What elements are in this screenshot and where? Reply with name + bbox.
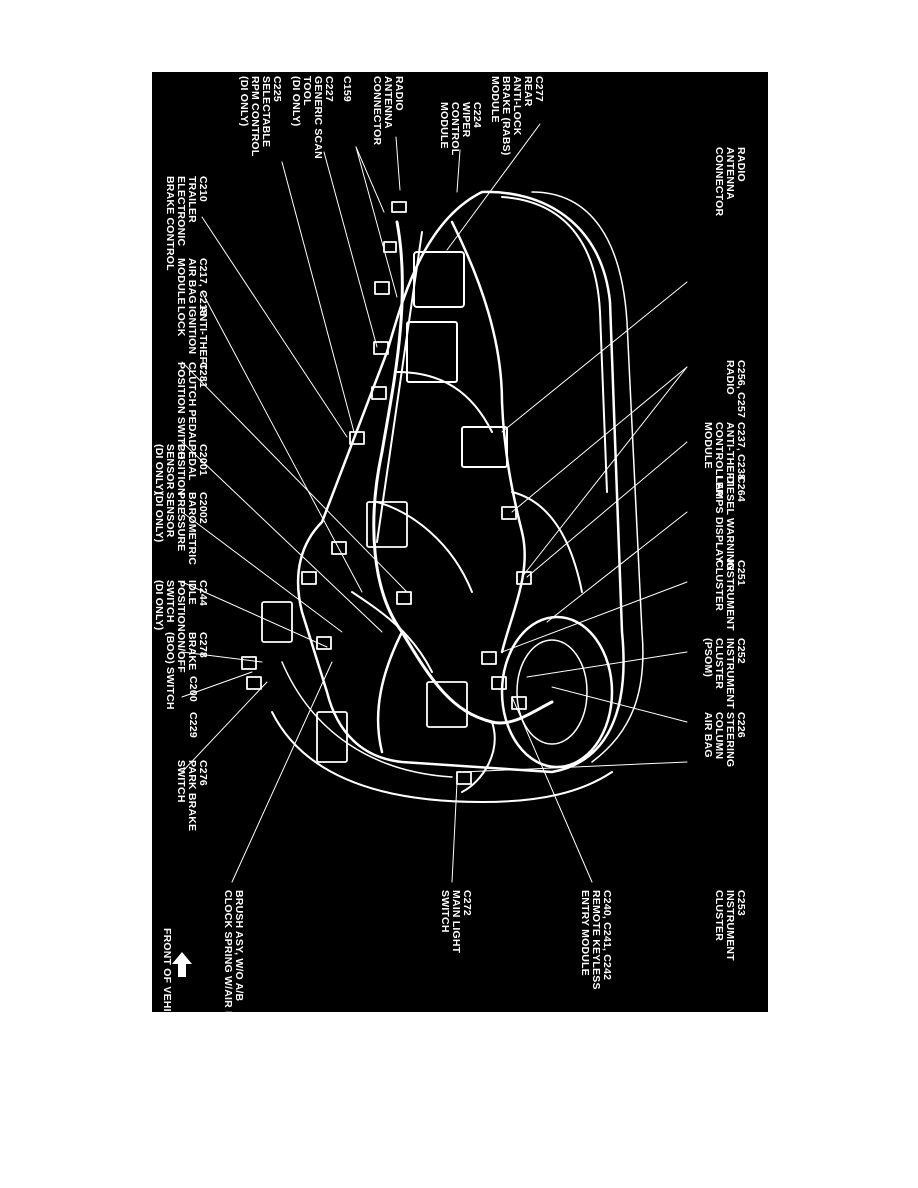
connector <box>391 201 407 213</box>
label-front-of-vehicle: FRONT OF VEHICLE <box>161 928 173 1012</box>
controller-module <box>461 426 508 468</box>
connector <box>456 771 472 785</box>
floor-curve <box>271 711 613 803</box>
label-c200: C200 <box>187 676 199 702</box>
connector <box>246 676 262 690</box>
harness-main <box>372 220 554 725</box>
label-c229: C229 <box>187 712 199 738</box>
lower-connector-block <box>316 711 348 763</box>
dashboard-outline <box>296 190 625 774</box>
connector <box>516 571 532 585</box>
connector <box>383 241 397 253</box>
connector <box>331 541 347 555</box>
radio-unit <box>406 321 458 383</box>
front-arrow <box>172 952 192 977</box>
harness-branch-d <box>376 630 404 754</box>
harness-branch-b <box>376 501 473 593</box>
harness-branch-a <box>396 371 493 433</box>
label-c159: C159 <box>341 76 353 102</box>
steering-wheel-inner <box>516 639 588 745</box>
center-console-block <box>366 501 408 548</box>
connector <box>374 281 390 295</box>
rabs-module <box>413 251 465 308</box>
leader-lines <box>181 123 688 883</box>
dash-lower-edge <box>376 231 423 543</box>
dash-top-edge <box>501 196 608 493</box>
floor-curve-2 <box>281 661 453 778</box>
connector <box>511 696 527 710</box>
connector <box>481 651 497 665</box>
harness-branch-c <box>351 591 433 673</box>
connector <box>501 506 517 520</box>
dashboard-wiring-drawing <box>172 123 688 977</box>
steering-wheel-outer <box>500 615 614 769</box>
connector <box>349 431 365 445</box>
connector <box>301 571 317 585</box>
connector <box>371 386 387 400</box>
harness-branch-e <box>461 721 496 793</box>
connector <box>396 591 412 605</box>
connector <box>241 656 257 670</box>
connector <box>373 341 389 355</box>
switch-block <box>261 601 293 643</box>
fuse-panel <box>426 681 468 728</box>
harness-branch-f <box>511 491 583 593</box>
connector <box>491 676 507 690</box>
windshield-edge <box>531 191 644 763</box>
